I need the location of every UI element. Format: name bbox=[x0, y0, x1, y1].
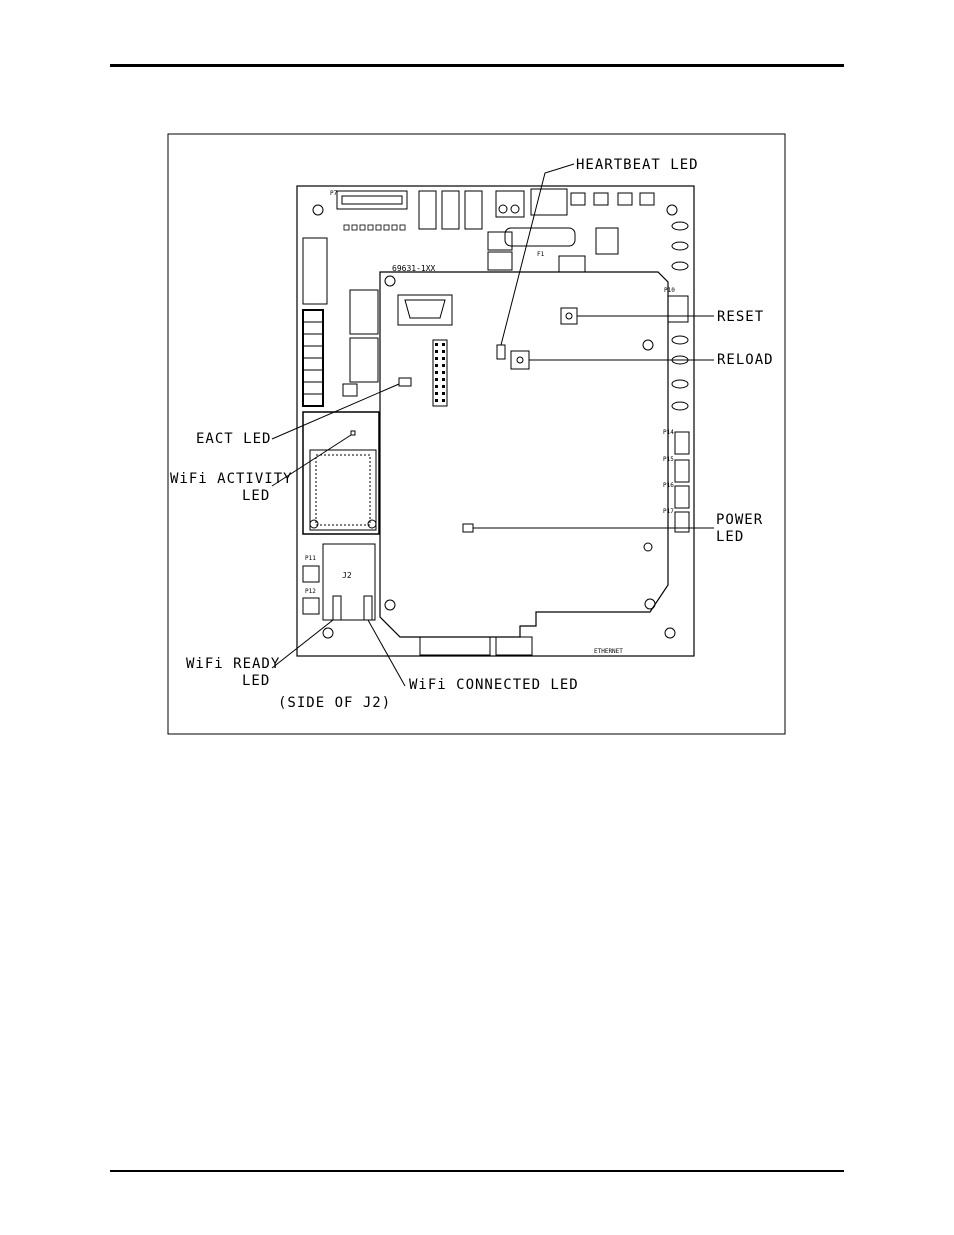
callout-power-led-line2: LED bbox=[716, 529, 744, 545]
reload-button-center bbox=[516, 356, 524, 364]
leader-lines bbox=[271, 163, 714, 687]
callout-reset: RESET bbox=[717, 309, 764, 325]
callout-power-led-line1: POWER bbox=[716, 512, 763, 528]
callout-wifi-ready-line1: WiFi READY bbox=[186, 656, 280, 672]
eact-led bbox=[398, 377, 412, 387]
silk-p15: P15 bbox=[663, 456, 674, 463]
silk-p16: P16 bbox=[663, 482, 674, 489]
left-terminals bbox=[302, 237, 379, 407]
db9-connector bbox=[397, 294, 453, 326]
silk-j2: J2 bbox=[342, 571, 352, 580]
main-board-outline bbox=[296, 185, 695, 657]
footer-rule bbox=[110, 1170, 844, 1172]
reload-button bbox=[510, 350, 530, 370]
reset-button bbox=[560, 307, 578, 325]
callout-reload: RELOAD bbox=[717, 352, 774, 368]
silk-p14: P14 bbox=[663, 429, 674, 436]
silk-f1: F1 bbox=[537, 251, 545, 258]
callout-wifi-ready-line2: LED bbox=[242, 673, 270, 689]
callout-eact-led: EACT LED bbox=[196, 431, 271, 447]
wifi-activity-led bbox=[350, 430, 356, 436]
right-connectors bbox=[667, 221, 690, 533]
top-resistor-row bbox=[343, 224, 406, 231]
silk-p12: P12 bbox=[305, 588, 316, 595]
callout-wifi-connected-led: WiFi CONNECTED LED bbox=[409, 677, 579, 693]
silk-p7: P7 bbox=[330, 190, 338, 197]
board-model-label: 69631-1XX bbox=[392, 264, 436, 273]
daughter-board-outline bbox=[379, 271, 669, 638]
figure-frame bbox=[167, 133, 786, 735]
reset-button-center bbox=[565, 312, 573, 320]
callout-wifi-activity-line2: LED bbox=[242, 488, 270, 504]
top-connectors bbox=[336, 188, 655, 273]
callout-heartbeat-led: HEARTBEAT LED bbox=[576, 157, 699, 173]
callout-side-of-j2: (SIDE OF J2) bbox=[278, 695, 391, 711]
wifi-module bbox=[302, 411, 380, 535]
silk-p11: P11 bbox=[305, 555, 316, 562]
pin-header bbox=[432, 339, 448, 407]
callout-wifi-activity-line1: WiFi ACTIVITY bbox=[170, 471, 293, 487]
bottom-connectors bbox=[302, 543, 533, 656]
header-rule bbox=[110, 64, 844, 67]
mounting-holes bbox=[312, 204, 678, 639]
silk-ethernet: ETHERNET bbox=[594, 648, 623, 655]
silk-p10: P10 bbox=[664, 287, 675, 294]
power-led bbox=[462, 523, 474, 533]
silk-p17: P17 bbox=[663, 508, 674, 515]
heartbeat-led bbox=[496, 344, 506, 360]
